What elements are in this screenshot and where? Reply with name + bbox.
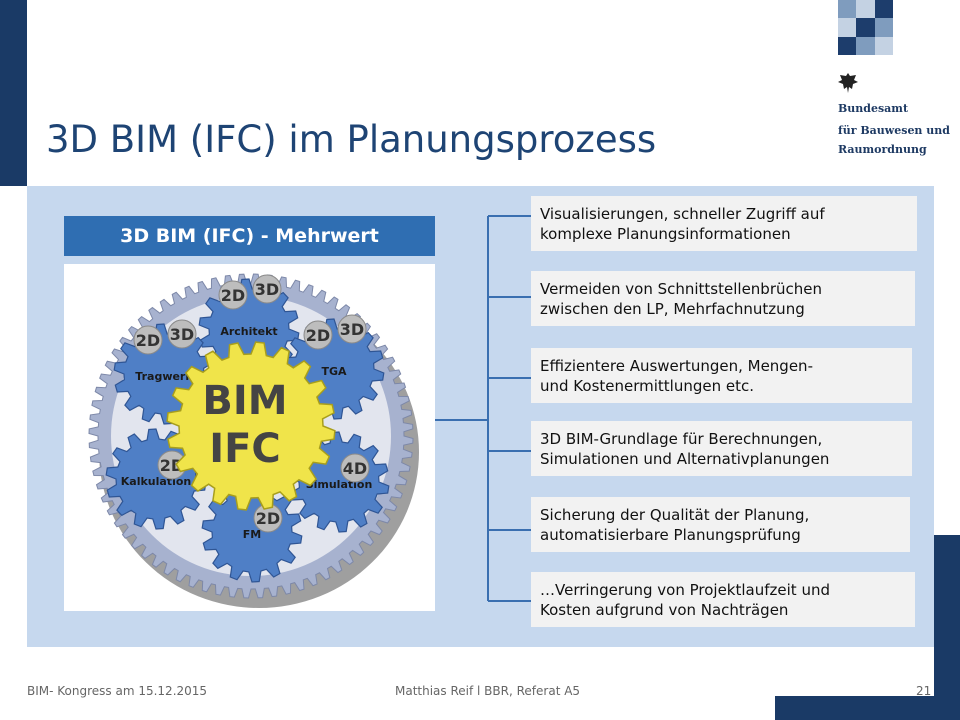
- gear-tga-badge: [337, 314, 367, 344]
- gear-architekt-badge-label: 2D: [221, 286, 245, 305]
- benefit-item-text: Effizientere Auswertungen, Mengen-und Ko…: [540, 356, 813, 396]
- federal-eagle-icon: [838, 73, 858, 93]
- benefit-item-line2: Simulationen und Alternativplanungen: [540, 449, 830, 468]
- footer-event: BIM- Kongress am 15.12.2015: [27, 684, 208, 698]
- gear-architekt-label: Architekt: [220, 325, 277, 338]
- left-accent-bar: [0, 0, 27, 186]
- benefit-item-line2: komplexe Planungsinformationen: [540, 224, 791, 243]
- center-label-bim: BIM: [202, 378, 287, 424]
- benefit-item-line1: …Verringerung von Projektlaufzeit und: [540, 580, 830, 599]
- benefit-item-line1: Effizientere Auswertungen, Mengen-: [540, 356, 813, 375]
- benefit-item-line2: Kosten aufgrund von Nachträgen: [540, 600, 789, 619]
- section-header: 3D BIM (IFC) - Mehrwert: [64, 216, 435, 256]
- benefit-item-line1: Visualisierungen, schneller Zugriff auf: [540, 204, 825, 223]
- slide-title: 3D BIM (IFC) im Planungsprozess: [46, 118, 657, 161]
- gear-tga-badge-label: 3D: [340, 320, 364, 339]
- gear-fm-badge-label: 2D: [256, 509, 280, 528]
- gear-tragwerk-label: Tragwerk: [135, 370, 193, 383]
- gear-tga-badge-label: 2D: [306, 326, 330, 345]
- footer-author: Matthias Reif l BBR, Referat A5: [395, 684, 581, 698]
- benefit-item: Effizientere Auswertungen, Mengen-und Ko…: [531, 348, 912, 403]
- gear-kalkulation-badge-label: 2D: [160, 456, 184, 475]
- gear-tragwerk-badge: [133, 325, 163, 355]
- org-name-line1: Bundesamt: [838, 102, 909, 115]
- benefit-item: Sicherung der Qualität der Planung,autom…: [531, 497, 910, 552]
- gear-tragwerk-badge-label: 2D: [136, 331, 160, 350]
- center-label-ifc: IFC: [209, 426, 281, 472]
- gear-architekt-badge: [252, 274, 282, 304]
- benefit-item-line1: Vermeiden von Schnittstellenbrüchen: [540, 279, 822, 298]
- gear-tga-badge: [303, 320, 333, 350]
- benefit-item-text: 3D BIM-Grundlage für Berechnungen,Simula…: [540, 429, 829, 469]
- benefit-item-text: Sicherung der Qualität der Planung,autom…: [540, 505, 809, 545]
- center-gear: [166, 341, 336, 511]
- benefit-item-line1: 3D BIM-Grundlage für Berechnungen,: [540, 429, 823, 448]
- gear-simulation-badge: [340, 453, 370, 483]
- gear-tragwerk-badge: [167, 319, 197, 349]
- benefit-item: 3D BIM-Grundlage für Berechnungen,Simula…: [531, 421, 912, 476]
- gear-simulation-badge-label: 4D: [343, 459, 367, 478]
- bbr-logo-icon: [838, 0, 893, 55]
- gear-kalkulation-label: Kalkulation: [121, 475, 191, 488]
- benefit-item-line2: und Kostenermittlungen etc.: [540, 376, 755, 395]
- gear-fm-label: FM: [243, 528, 261, 541]
- gear-tragwerk-badge-label: 3D: [170, 325, 194, 344]
- gear-architekt-badge: [218, 280, 248, 310]
- bottom-accent-bar: [775, 696, 934, 720]
- benefit-item-line2: automatisierbare Planungsprüfung: [540, 525, 801, 544]
- benefit-item-line1: Sicherung der Qualität der Planung,: [540, 505, 810, 524]
- footer-page-number: 21: [916, 684, 932, 698]
- benefit-item-line2: zwischen den LP, Mehrfachnutzung: [540, 299, 805, 318]
- gear-architekt-badge-label: 3D: [255, 280, 279, 299]
- org-name-line3: Raumordnung: [838, 143, 927, 156]
- right-accent-bar: [934, 535, 960, 720]
- gear-tga-label: TGA: [321, 365, 347, 378]
- connector-lines: [435, 215, 531, 602]
- org-name-line2: für Bauwesen und: [838, 124, 950, 137]
